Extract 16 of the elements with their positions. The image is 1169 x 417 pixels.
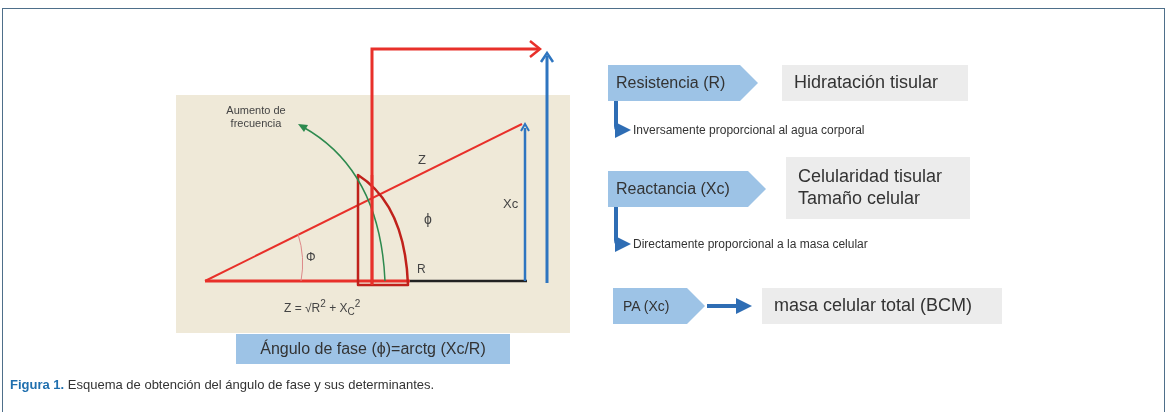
- diagram-label: R: [417, 262, 426, 277]
- diagram-label: Z: [418, 152, 426, 168]
- note-text: Directamente proporcional a la masa celular: [633, 235, 868, 253]
- diagram-label: Φ: [306, 250, 316, 265]
- diagram-label: ϕ: [424, 211, 432, 228]
- arrow: [614, 101, 631, 138]
- note-text: Inversamente proporcional al agua corporal: [633, 121, 865, 139]
- diagram-label: Aumento de frecuencia: [225, 104, 287, 131]
- text-box: Celularidad tisular Tamaño celular: [786, 157, 970, 219]
- arrow: [614, 207, 631, 252]
- formula-box: Ángulo de fase (ϕ)=arctg (Xc/R): [236, 334, 510, 364]
- diagram-label: Xc: [503, 196, 519, 212]
- caption: Figura 1. Esquema de obtención del ángulo de fase y sus determinantes.: [10, 377, 435, 392]
- text-box: Hidratación tisular: [782, 65, 968, 101]
- arrow: [707, 298, 752, 314]
- text-box: masa celular total (BCM): [762, 288, 1002, 324]
